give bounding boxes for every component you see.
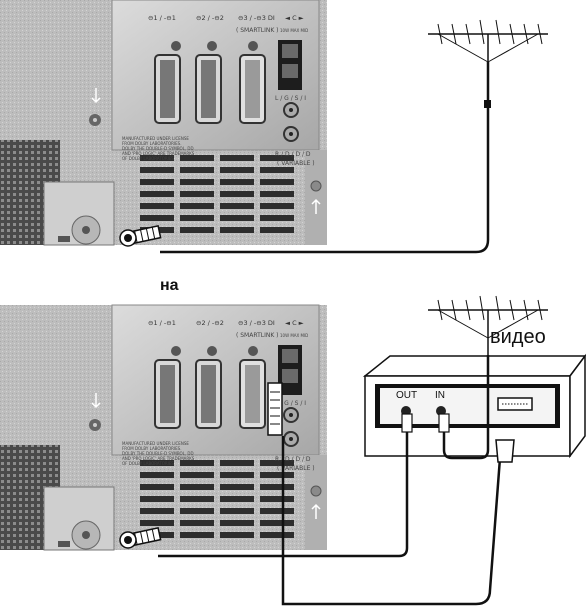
audio-rd-label: R / D / D / D — [275, 151, 311, 158]
speaker-spec-label: 10W MAX MID — [280, 28, 308, 33]
center-label: ◄ C ► — [285, 319, 304, 327]
scart3-label: ⊖3 / -⊖3 DI — [238, 319, 275, 327]
license-line: OF DOLBY LABORATORIES — [122, 461, 174, 466]
vcr-device — [365, 356, 585, 456]
speaker-spec-label: 10W MAX MID — [280, 333, 308, 338]
smartlink-label: ( SMARTLINK ) — [236, 27, 279, 34]
center-label: ◄ C ► — [285, 14, 304, 22]
antenna-icon — [428, 20, 548, 62]
label-na: на — [160, 277, 179, 294]
scart1-label: ⊖1 / -⊖1 — [148, 319, 176, 327]
scart3-label: ⊖3 / -⊖3 DI — [238, 14, 275, 22]
smartlink-label: ( SMARTLINK ) — [236, 332, 279, 339]
scart2-label: ⊖2 / -⊖2 — [196, 14, 224, 22]
audio-lr-label: L / G / S / I — [275, 95, 306, 102]
audio-rd-label: R / D / D / D — [275, 456, 311, 463]
vcr-in-label: IN — [435, 390, 445, 401]
vcr-out-label: OUT — [396, 390, 417, 401]
scart1-label: ⊖1 / -⊖1 — [148, 14, 176, 22]
vcr-scart-socket-icon — [498, 398, 532, 410]
variable-label: ( VARIABLE ) — [277, 160, 315, 167]
label-video: видео — [490, 326, 546, 348]
scart2-label: ⊖2 / -⊖2 — [196, 319, 224, 327]
scart-plug-icon — [268, 383, 282, 435]
tv-back-panel-top: ⊖1 / -⊖1 ⊖2 / -⊖2 ⊖3 / -⊖3 DI ◄ C ► ( SM… — [0, 0, 327, 245]
license-line: OF DOLBY LABORATORIES — [122, 156, 174, 161]
vcr-scart-plug-icon — [496, 440, 514, 462]
